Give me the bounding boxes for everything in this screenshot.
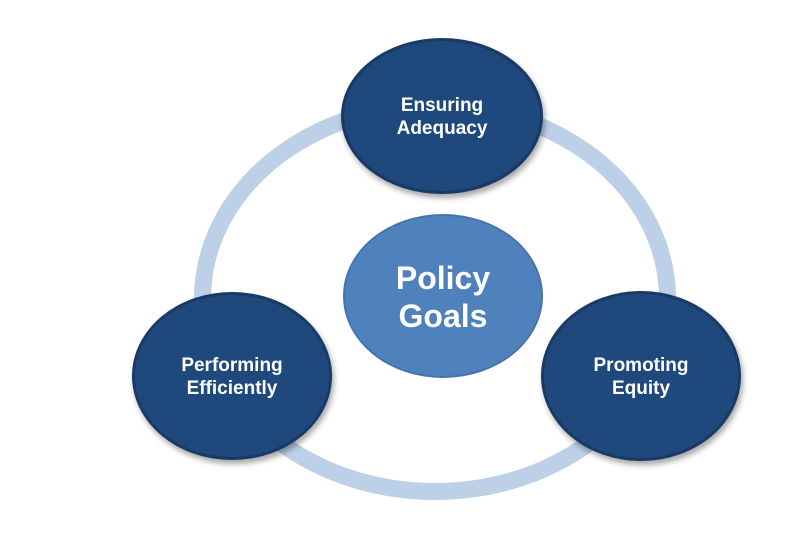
goal-label-promoting-equity: Promoting Equity bbox=[593, 355, 689, 399]
goal-label-ensuring-adequacy: Ensuring Adequacy bbox=[396, 95, 488, 139]
goal-node-ensuring-adequacy: Ensuring Adequacy bbox=[341, 38, 543, 194]
goal-label-performing-efficiently: Performing Efficiently bbox=[181, 355, 283, 399]
center-node-policy-goals: Policy Goals bbox=[343, 214, 543, 378]
center-label-policy-goals: Policy Goals bbox=[395, 260, 491, 334]
goal-node-promoting-equity: Promoting Equity bbox=[541, 291, 741, 461]
goal-node-performing-efficiently: Performing Efficiently bbox=[132, 292, 332, 460]
